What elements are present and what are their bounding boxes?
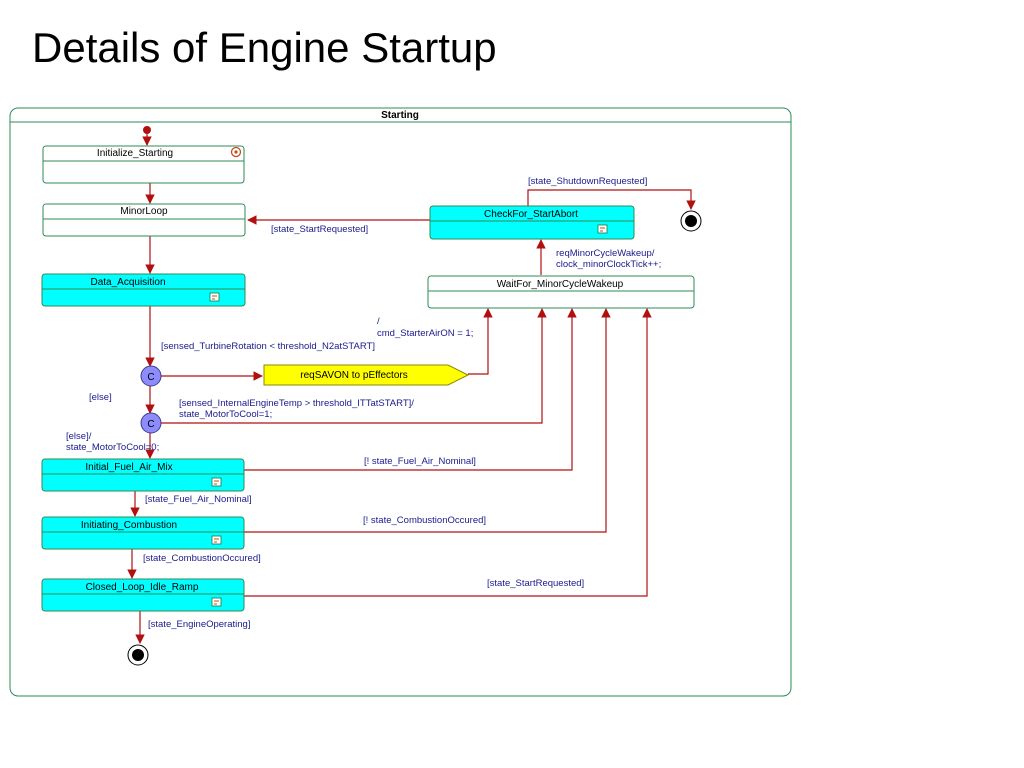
state-minor-loop[interactable]: MinorLoop — [42, 203, 246, 237]
label-not-combustion-occured: [! state_CombustionOccured] — [363, 515, 486, 526]
state-initialize-starting[interactable]: Initialize_Starting — [42, 145, 245, 184]
transition-fuelmix-to-wait[interactable] — [244, 308, 577, 471]
subchart-icon — [211, 597, 222, 607]
label-else-1: [else] — [89, 392, 112, 403]
frame-title: Starting — [381, 110, 419, 121]
label-shutdown-requested: [state_ShutdownRequested] — [528, 176, 647, 187]
label-combustion-occured: [state_CombustionOccured] — [143, 553, 261, 564]
subchart-icon — [597, 224, 608, 234]
state-data-acquisition[interactable]: Data_Acquisition — [41, 273, 246, 307]
state-name: WaitFor_MinorCycleWakeup — [497, 279, 624, 290]
label-engine-temp-line2: state_MotorToCool=1; — [179, 409, 272, 420]
label-else-2-line2: state_MotorToCool=0; — [66, 442, 159, 453]
state-initial-fuel-air-mix[interactable]: Initial_Fuel_Air_Mix — [41, 458, 245, 492]
final-state-operating[interactable] — [127, 644, 149, 666]
label-start-requested-to-minor: [state_StartRequested] — [271, 224, 368, 235]
refresh-icon — [230, 146, 242, 158]
label-start-requested-from-idle: [state_StartRequested] — [487, 578, 584, 589]
final-state-abort[interactable] — [680, 210, 702, 232]
subchart-icon — [211, 477, 222, 487]
send-signal-label: reqSAVON to pEffectors — [300, 370, 407, 381]
label-starter-air-line2: cmd_StarterAirON = 1; — [377, 328, 473, 339]
transition-labels: [state_ShutdownRequested] [state_StartRe… — [66, 176, 661, 630]
state-name: Initialize_Starting — [97, 148, 173, 159]
choice-symbol: C — [147, 419, 154, 430]
label-else-2-line1: [else]/ — [66, 431, 92, 442]
state-name: CheckFor_StartAbort — [484, 209, 578, 220]
label-wakeup-line2: clock_minorClockTick++; — [556, 259, 661, 270]
label-wakeup-line1: reqMinorCycleWakeup/ — [556, 248, 655, 259]
transition-idle-to-wait[interactable] — [244, 308, 652, 597]
choice-point-2[interactable]: C — [140, 412, 162, 434]
subchart-icon — [209, 292, 220, 302]
label-not-fuel-air-nominal: [! state_Fuel_Air_Nominal] — [364, 456, 476, 467]
send-signal-action[interactable]: reqSAVON to pEffectors — [263, 364, 470, 386]
label-fuel-air-nominal: [state_Fuel_Air_Nominal] — [145, 494, 252, 505]
label-engine-operating: [state_EngineOperating] — [148, 619, 250, 630]
label-starter-air-line1: / — [377, 316, 380, 327]
transition-check-to-final[interactable] — [527, 189, 696, 210]
initial-pseudostate[interactable] — [143, 126, 151, 134]
label-engine-temp-line1: [sensed_InternalEngineTemp > threshold_I… — [179, 398, 414, 409]
state-wait-for-minor-cycle-wakeup[interactable]: WaitFor_MinorCycleWakeup — [427, 275, 695, 309]
label-turbine-rotation: [sensed_TurbineRotation < threshold_N2at… — [161, 341, 375, 352]
choice-symbol: C — [147, 372, 154, 383]
transition-signal-to-wait[interactable] — [468, 308, 493, 375]
slide-title: Details of Engine Startup — [32, 24, 497, 71]
choice-point-1[interactable]: C — [140, 365, 162, 387]
state-name: Initial_Fuel_Air_Mix — [85, 462, 172, 473]
state-name: Closed_Loop_Idle_Ramp — [86, 582, 199, 593]
state-check-for-start-abort[interactable]: CheckFor_StartAbort — [429, 205, 635, 240]
transitions — [127, 134, 696, 644]
transition-choice2-to-wait[interactable] — [161, 308, 547, 424]
state-initiating-combustion[interactable]: Initiating_Combustion — [41, 516, 245, 550]
subchart-icon — [211, 535, 222, 545]
state-name: MinorLoop — [120, 206, 168, 217]
state-name: Initiating_Combustion — [81, 520, 177, 531]
transition-combustion-to-wait[interactable] — [244, 308, 611, 533]
state-closed-loop-idle-ramp[interactable]: Closed_Loop_Idle_Ramp — [41, 578, 245, 612]
state-name: Data_Acquisition — [90, 277, 165, 288]
